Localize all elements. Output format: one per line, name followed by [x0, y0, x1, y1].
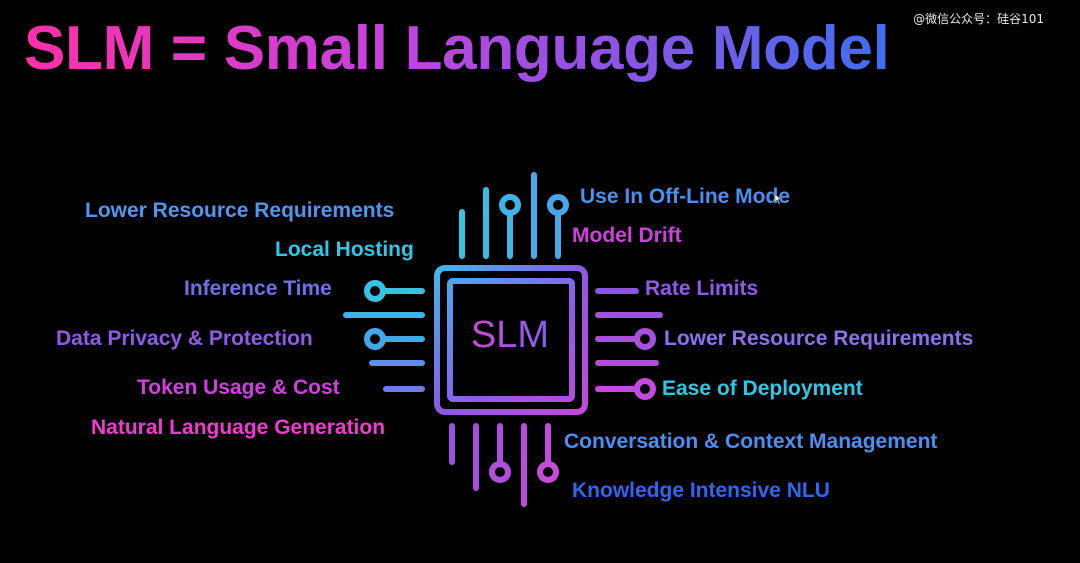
chip-outer-frame [434, 265, 588, 415]
bottom-pins [449, 423, 559, 507]
chip-label: SLM [450, 316, 570, 354]
right-label-ease-of-deployment: Ease of Deployment [662, 377, 863, 400]
watermark: @微信公众号：硅谷101 [913, 12, 1044, 26]
left-pins [343, 280, 425, 392]
right-label-rate-limits: Rate Limits [645, 277, 759, 300]
chip-inner-frame [447, 278, 575, 402]
left-label-lower-resource-requirements: Lower Resource Requirements [85, 199, 395, 222]
right-label-conversation-context: Conversation & Context Management [564, 430, 938, 453]
left-label-natural-language-generation: Natural Language Generation [91, 416, 386, 439]
left-label-token-usage: Token Usage & Cost [137, 376, 340, 399]
left-label-local-hosting: Local Hosting [275, 238, 414, 261]
right-pins [595, 288, 663, 400]
left-label-inference-time: Inference Time [184, 277, 332, 300]
right-label-knowledge-intensive-nlu: Knowledge Intensive NLU [572, 479, 830, 502]
page-title: SLM = Small Language Model [24, 12, 890, 86]
top-pins [459, 172, 569, 259]
left-label-data-privacy: Data Privacy & Protection [56, 327, 313, 350]
mouse-cursor-icon [775, 194, 782, 204]
right-label-model-drift: Model Drift [572, 224, 682, 247]
right-label-offline-mode: Use In Off-Line Mode [580, 185, 790, 208]
right-label-lower-resource-requirements: Lower Resource Requirements [664, 327, 974, 350]
